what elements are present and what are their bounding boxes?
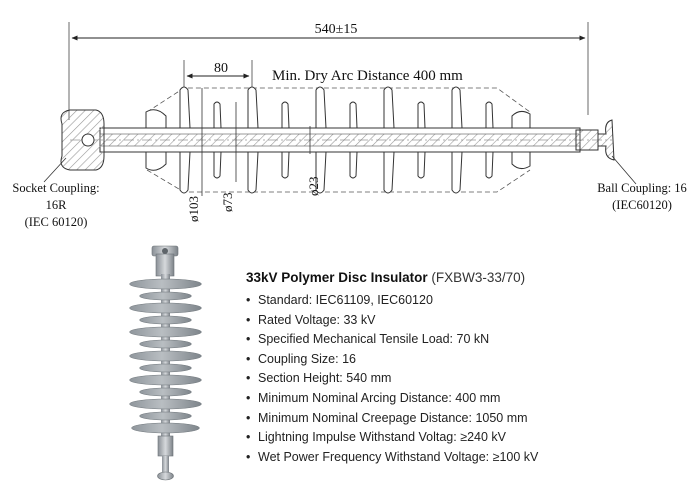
spec-item: •Standard: IEC61109, IEC60120 <box>246 293 433 307</box>
spec-panel: 33kV Polymer Disc Insulator (FXBW3-33/70… <box>246 270 686 467</box>
ball-coupling <box>575 119 615 161</box>
diameter-rod-label: ø23 <box>306 177 321 197</box>
spec-item: •Minimum Nominal Creepage Distance: 1050… <box>246 410 528 425</box>
insulator-technical-drawing: 540±15 80 Min. Dry Arc Distance 400 mm <box>43 22 637 222</box>
spec-item: •Minimum Nominal Arcing Distance: 400 mm <box>246 390 501 405</box>
spec-item: •Section Height: 540 mm <box>246 371 392 386</box>
ball-coupling-title: Ball Coupling: 16 <box>597 181 687 195</box>
ball-coupling-standard: (IEC60120) <box>612 198 672 212</box>
socket-leader-line <box>43 157 67 183</box>
spec-title: 33kV Polymer Disc Insulator (FXBW3-33/70… <box>246 270 686 285</box>
shed-spacing-label: 80 <box>214 61 228 76</box>
socket-coupling-title: Socket Coupling: 16R <box>12 181 100 212</box>
insulator-product-photo <box>129 245 202 481</box>
shed-envelope-dashed <box>146 87 531 193</box>
spec-item: •Wet Power Frequency Withstand Voltage: … <box>246 449 539 464</box>
diameter-dimension-lines <box>201 88 311 196</box>
sheds <box>145 86 531 194</box>
spec-item: •Specified Mechanical Tensile Load: 70 k… <box>246 332 490 347</box>
overall-dimension-line <box>68 22 589 120</box>
spec-item: •Rated Voltage: 33 kV <box>246 312 376 327</box>
spec-item: •Lightning Impulse Withstand Voltag: ≥24… <box>246 430 506 445</box>
photo-bottom-fitting <box>157 435 174 481</box>
ball-leader-line <box>611 155 637 185</box>
socket-coupling-callout: Socket Coupling: 16R (IEC 60120) <box>6 180 106 231</box>
dry-arc-distance-label: Min. Dry Arc Distance 400 mm <box>272 68 463 84</box>
overall-dimension-label: 540±15 <box>315 22 358 37</box>
spec-title-model: (FXBW3-33/70) <box>431 270 526 285</box>
spec-item: •Coupling Size: 16 <box>246 351 356 366</box>
socket-coupling <box>60 109 105 171</box>
socket-coupling-standard: (IEC 60120) <box>24 215 88 229</box>
diameter-small-label: ø73 <box>220 193 235 213</box>
ball-coupling-callout: Ball Coupling: 16 (IEC60120) <box>590 180 694 214</box>
photo-top-fitting <box>151 245 179 277</box>
spec-title-name: 33kV Polymer Disc Insulator <box>246 270 428 285</box>
diameter-large-label: ø103 <box>186 196 201 222</box>
photo-sheds <box>129 278 202 434</box>
spec-list: •Standard: IEC61109, IEC60120 •Rated Vol… <box>246 291 686 467</box>
